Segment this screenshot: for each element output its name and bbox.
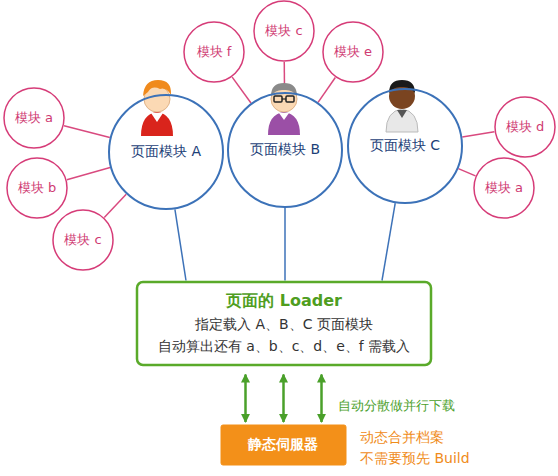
node-title: 页面的 Loader	[226, 289, 342, 313]
download-arrow	[244, 375, 247, 423]
connector-line	[67, 168, 110, 180]
build-note: 动态合并档案 不需要预先 Build	[360, 427, 510, 469]
node-text: 自动算出还有 a、b、c、d、e、f 需载入	[158, 335, 411, 357]
node-title: 模块 d	[506, 118, 544, 136]
circle-outline	[323, 22, 383, 82]
module-circle: 模块 b	[6, 157, 68, 219]
connector-line	[284, 208, 286, 281]
module-circle: 模块 e	[322, 21, 384, 83]
page-module-circle: 页面模块 C	[347, 88, 463, 204]
circle-outline	[228, 93, 342, 207]
circle-outline	[4, 88, 64, 148]
connector-line	[104, 194, 126, 217]
person-b-icon	[268, 83, 300, 135]
page-module-circle: 页面模块 A	[108, 94, 224, 210]
node-title: 模块 e	[334, 43, 372, 61]
connector-line	[175, 209, 186, 280]
node-title: 页面模块 C	[370, 137, 440, 155]
circle-outline	[7, 158, 67, 218]
circle-outline	[495, 97, 555, 157]
connector-line	[382, 203, 395, 280]
node-title: 模块 b	[18, 179, 56, 197]
person-c-icon	[386, 80, 418, 132]
circle-outline	[348, 89, 462, 203]
download-note: 自动分散做并行下载	[338, 395, 455, 416]
connector-line	[318, 77, 335, 102]
loader-box: 页面的 Loader指定载入 A、B、C 页面模块自动算出还有 a、b、c、d、…	[136, 281, 432, 366]
module-circle: 模块 f	[183, 21, 245, 83]
person-a-icon	[141, 80, 173, 136]
circle-outline	[53, 210, 113, 270]
node-title: 模块 a	[15, 109, 53, 127]
node-title: 模块 a	[485, 179, 523, 197]
server-box: 静态伺服器	[220, 424, 347, 466]
download-arrow	[320, 375, 323, 423]
module-circle: 模块 c	[52, 209, 114, 271]
module-circle: 模块 a	[3, 87, 65, 149]
connector-line	[458, 169, 475, 176]
page-module-circle: 页面模块 B	[227, 92, 343, 208]
node-title: 模块 f	[197, 43, 232, 61]
node-title: 静态伺服器	[248, 436, 318, 454]
circle-outline	[109, 95, 223, 209]
connector-line	[462, 132, 494, 137]
box-outline	[137, 282, 431, 365]
module-circle: 模块 c	[253, 0, 315, 62]
module-circle: 模块 a	[473, 157, 535, 219]
node-title: 页面模块 B	[250, 141, 320, 159]
node-title: 模块 c	[265, 22, 302, 40]
circle-outline	[184, 22, 244, 82]
download-arrow	[282, 375, 285, 423]
circle-outline	[474, 158, 534, 218]
node-title: 模块 c	[64, 231, 101, 249]
connector-line	[232, 77, 251, 103]
box-outline	[221, 425, 346, 465]
node-text: 指定载入 A、B、C 页面模块	[195, 313, 373, 335]
module-circle: 模块 d	[494, 96, 556, 158]
circle-outline	[254, 1, 314, 61]
connector-line	[64, 126, 110, 138]
node-title: 页面模块 A	[131, 143, 201, 161]
